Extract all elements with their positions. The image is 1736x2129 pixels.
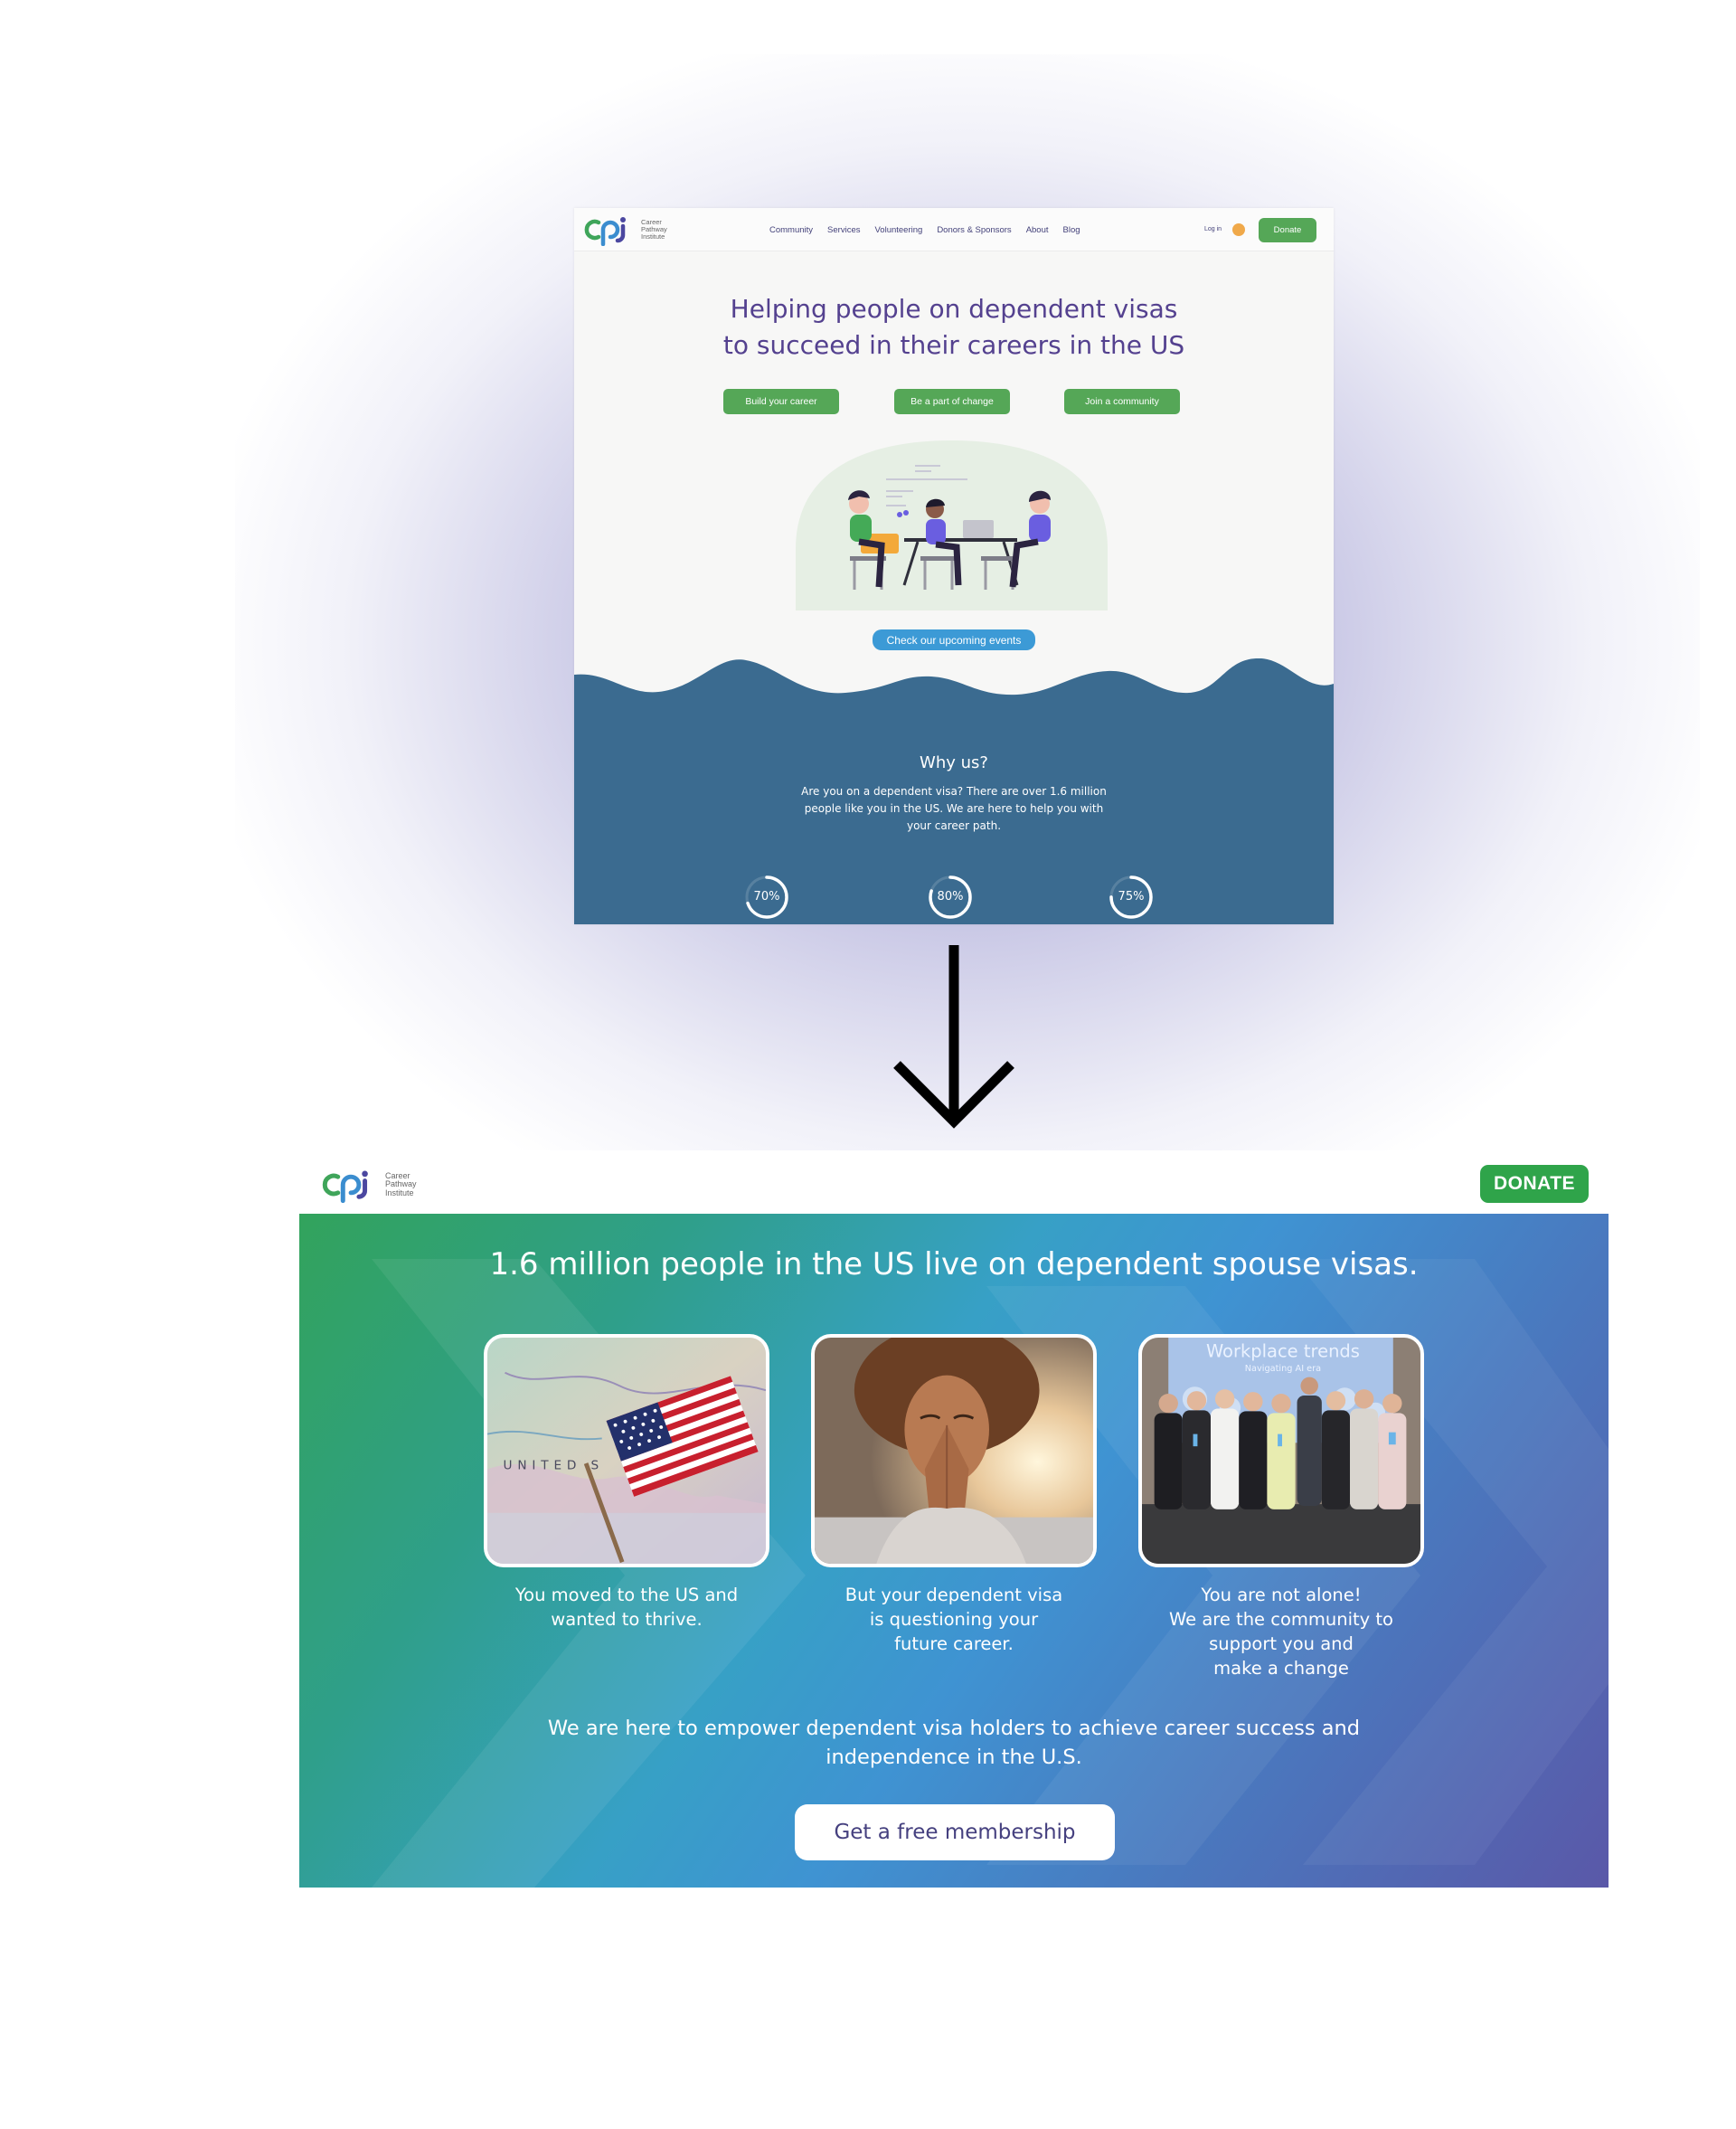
group-photo-screen-subtitle: Navigating AI era [1245, 1364, 1321, 1374]
group-photo-screen-title: Workplace trends [1206, 1340, 1360, 1361]
card-image-map-flag: UNITED S [484, 1334, 769, 1567]
new-hero-title: 1.6 million people in the US live on dep… [489, 1246, 1419, 1282]
arrow-down-icon [893, 945, 1014, 1129]
old-wave-section-background [574, 658, 1334, 924]
woman-praying-image [815, 1338, 1093, 1564]
mission-statement: We are here to empower dependent visa ho… [547, 1717, 1361, 1769]
stat-label-1: 70% [753, 890, 780, 904]
card-image-woman-praying [811, 1334, 1097, 1567]
old-hero-title: Helping people on dependent visas to suc… [574, 291, 1334, 364]
logo-line-1: Career [641, 218, 662, 227]
new-donate-button[interactable]: DONATE [1480, 1165, 1589, 1203]
old-login-link[interactable]: Log in [1204, 226, 1222, 232]
cpi-logo-icon [584, 217, 626, 246]
why-us-text: Are you on a dependent visa? There are o… [801, 785, 1107, 832]
card-caption-3: You are not alone! We are the community … [1168, 1585, 1393, 1679]
logo-line-3: Institute [641, 232, 665, 241]
new-hero-section: 1.6 million people in the US live on dep… [299, 1214, 1609, 1888]
stat-label-3: 75% [1118, 890, 1145, 904]
logo-line-3: Institute [385, 1188, 414, 1197]
why-us-title: Why us? [920, 753, 988, 772]
be-part-of-change-button[interactable]: Be a part of change [894, 389, 1010, 414]
stat-label-2: 80% [937, 890, 964, 904]
free-membership-button[interactable]: Get a free membership [795, 1804, 1115, 1860]
team-meeting-illustration [796, 440, 1108, 610]
logo-line-2: Pathway [641, 225, 667, 234]
join-community-button[interactable]: Join a community [1064, 389, 1180, 414]
stat-ring-1 [745, 875, 788, 919]
nav-link-services[interactable]: Services [827, 224, 861, 235]
old-logo[interactable]: Career Pathway Institute [583, 213, 667, 246]
old-hero-line-2: to succeed in their careers in the US [722, 330, 1185, 360]
logo-text: Career Pathway Institute [641, 219, 667, 241]
stat-ring-progress [1109, 875, 1153, 919]
user-avatar-icon[interactable] [1232, 223, 1245, 236]
old-website-screenshot: Career Pathway Institute Community Servi… [574, 208, 1334, 924]
build-career-button[interactable]: Build your career [723, 389, 839, 414]
upcoming-events-button[interactable]: Check our upcoming events [873, 629, 1035, 650]
old-navbar: Career Pathway Institute Community Servi… [574, 208, 1334, 251]
logo-line-1: Career [385, 1170, 410, 1180]
nav-link-donors-sponsors[interactable]: Donors & Sponsors [937, 224, 1012, 235]
new-logo[interactable]: Career Pathway Institute [321, 1167, 417, 1203]
old-nav-links: Community Services Volunteering Donors &… [769, 208, 1080, 251]
cpi-logo-icon [322, 1170, 368, 1203]
nav-link-community[interactable]: Community [769, 224, 814, 235]
svg-text:UNITED S: UNITED S [504, 1458, 604, 1472]
logo-line-2: Pathway [385, 1179, 417, 1189]
stat-ring-progress [745, 875, 788, 919]
group-photo-image: Workplace trends Navigating AI era [1142, 1338, 1420, 1564]
logo-text: Career Pathway Institute [385, 1170, 417, 1197]
old-hero-line-1: Helping people on dependent visas [730, 294, 1178, 324]
nav-link-volunteering[interactable]: Volunteering [874, 224, 923, 235]
stat-ring-progress [929, 875, 972, 919]
nav-link-blog[interactable]: Blog [1062, 224, 1080, 235]
old-donate-button[interactable]: Donate [1259, 218, 1316, 242]
card-image-group-photo: Workplace trends Navigating AI era [1138, 1334, 1424, 1567]
card-caption-2: But your dependent visa is questioning y… [844, 1585, 1063, 1654]
new-navbar: Career Pathway Institute DONATE [299, 1150, 1609, 1214]
stat-ring-3 [1109, 875, 1153, 919]
new-website-screenshot: Career Pathway Institute DONATE 1.6 mill… [299, 1150, 1609, 1888]
map-flag-image: UNITED S [487, 1338, 766, 1564]
nav-link-about[interactable]: About [1025, 224, 1049, 235]
card-caption-1: You moved to the US and wanted to thrive… [514, 1585, 739, 1630]
stat-ring-2 [929, 875, 972, 919]
